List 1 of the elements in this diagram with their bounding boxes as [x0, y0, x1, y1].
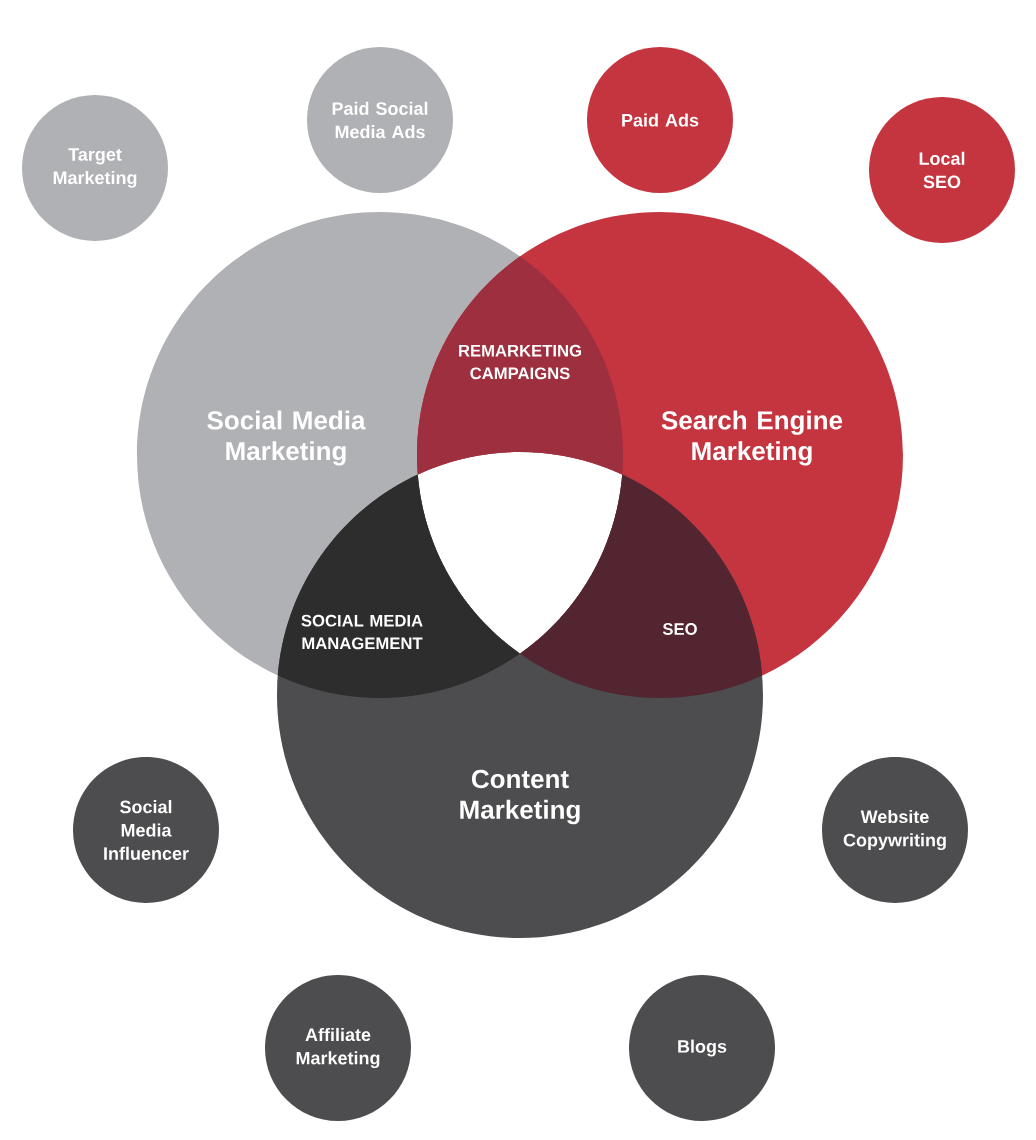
overlap-region: REMARKETING CAMPAIGNS [417, 256, 623, 475]
